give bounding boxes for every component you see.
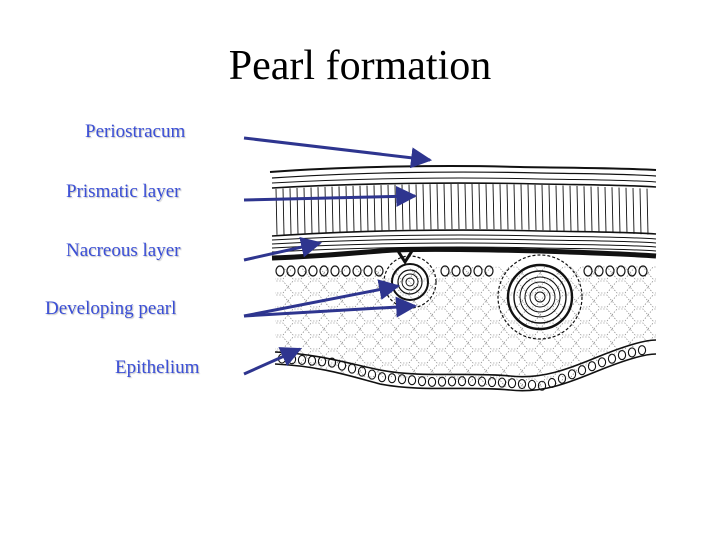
label-periostracum: Periostracum bbox=[85, 121, 186, 142]
label-developing-pearl: Developing pearl bbox=[45, 298, 177, 319]
pointer-arrows bbox=[243, 136, 433, 376]
developing-pearl-large bbox=[497, 254, 583, 340]
arrow-prismatic-layer bbox=[243, 185, 418, 207]
upper-epithelium-row bbox=[275, 265, 648, 277]
arrow-developing-pearl bbox=[243, 296, 418, 318]
arrow-epithelium bbox=[243, 347, 302, 376]
prismatic-layer-band bbox=[271, 182, 657, 237]
arrow-nacreous-layer bbox=[243, 236, 323, 262]
nacreous-layer-band bbox=[271, 234, 657, 265]
periostracum-band bbox=[269, 165, 657, 184]
label-prismatic-layer: Prismatic layer bbox=[66, 181, 181, 202]
slide-title: Pearl formation bbox=[228, 43, 492, 89]
arrow-periostracum bbox=[243, 136, 433, 169]
arrow-developing-pearl-2 bbox=[243, 279, 401, 318]
label-epithelium: Epithelium bbox=[115, 357, 200, 378]
label-nacreous-layer: Nacreous layer bbox=[66, 240, 181, 261]
